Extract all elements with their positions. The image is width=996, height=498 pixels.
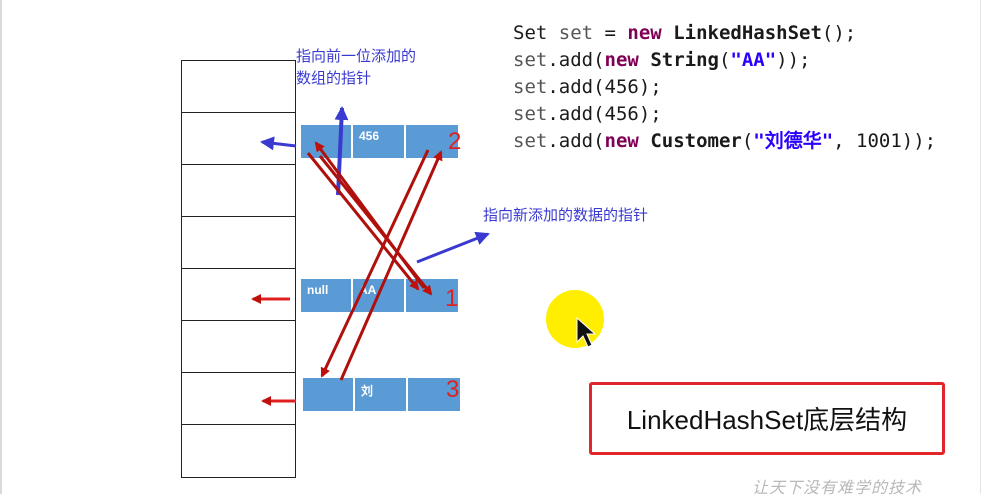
node-3-to-node-2-pointer: [339, 150, 443, 381]
code-token: =: [593, 22, 628, 44]
code-token: String: [650, 49, 719, 71]
code-line: Set set = new LinkedHashSet();: [513, 20, 936, 47]
table-slot: [182, 373, 295, 425]
table-slot: [182, 321, 295, 373]
code-token: "AA": [730, 49, 777, 71]
table-slot: [182, 269, 295, 321]
node-2-before-cell: [301, 125, 353, 158]
node-2-to-node-1-pointer-b: [318, 155, 433, 296]
window-left-edge: [0, 0, 2, 494]
mouse-cursor-icon: [576, 316, 597, 348]
window-right-edge: [980, 0, 981, 494]
code-token: new: [627, 22, 662, 44]
code-line: set.add(456);: [513, 101, 936, 128]
code-token: new: [604, 130, 639, 152]
cursor-highlight: [546, 290, 604, 348]
node-2-value-cell: 456: [353, 125, 406, 158]
code-token: , 1001));: [833, 130, 937, 152]
code-token: set: [513, 49, 548, 71]
code-token: set: [513, 103, 548, 125]
code-token: new: [604, 49, 639, 71]
code-token: Set: [513, 22, 559, 44]
code-token: set: [513, 130, 548, 152]
table-slot: [182, 113, 295, 165]
node-2-number: 2: [448, 128, 462, 155]
code-token: .add(: [547, 130, 605, 152]
code-line: set.add(456);: [513, 74, 936, 101]
code-token: .add(456);: [547, 76, 662, 98]
code-token: .add(: [547, 49, 605, 71]
node-3-number: 3: [446, 376, 460, 403]
next-pointer-annotation-arrow: [416, 231, 490, 264]
watermark: 让天下没有难学的技术: [752, 478, 923, 497]
hash-table: [181, 60, 296, 478]
code-token: Customer: [650, 130, 742, 152]
node-2-to-node-1-pointer-a: [306, 152, 420, 291]
code-token: set: [513, 76, 548, 98]
node-3-value-cell: 刘: [355, 378, 408, 411]
diagram-title-box: LinkedHashSet底层结构: [589, 382, 945, 455]
prev-pointer-annotation-line1: 指向前一位添加的: [296, 47, 417, 65]
table-slot: [182, 61, 295, 113]
next-pointer-annotation: 指向新添加的数据的指针: [483, 206, 649, 224]
code-token: LinkedHashSet: [673, 22, 822, 44]
code-token: .add(456);: [547, 103, 662, 125]
prev-pointer-annotation-line2: 数组的指针: [296, 69, 372, 87]
code-line: set.add(new Customer("刘德华", 1001));: [513, 128, 936, 155]
code-token: (: [741, 130, 754, 152]
node-2-slot-arrow: [260, 136, 297, 151]
code-line: set.add(new String("AA"));: [513, 47, 936, 74]
node-2-to-node-3-pointer: [320, 149, 430, 378]
code-token: (: [718, 49, 731, 71]
diagram-title: LinkedHashSet底层结构: [626, 405, 908, 435]
table-slot: [182, 165, 295, 217]
code-token: ();: [821, 22, 857, 44]
node-1-before-cell: null: [301, 279, 353, 312]
code-block: Set set = new LinkedHashSet();set.add(ne…: [513, 20, 936, 155]
node-2-after-cell: [406, 125, 458, 158]
node-3: 刘: [303, 378, 460, 411]
node-3-after-cell: [408, 378, 460, 411]
code-token: "刘德华": [753, 130, 834, 152]
table-slot: [182, 217, 295, 269]
node-3-before-cell: [303, 378, 355, 411]
code-token: ));: [776, 49, 811, 71]
code-token: set: [558, 22, 594, 44]
node-1-number: 1: [445, 285, 459, 312]
node-2: 456: [301, 125, 458, 158]
prev-pointer-annotation: 指向前一位添加的 数组的指针: [296, 45, 416, 89]
